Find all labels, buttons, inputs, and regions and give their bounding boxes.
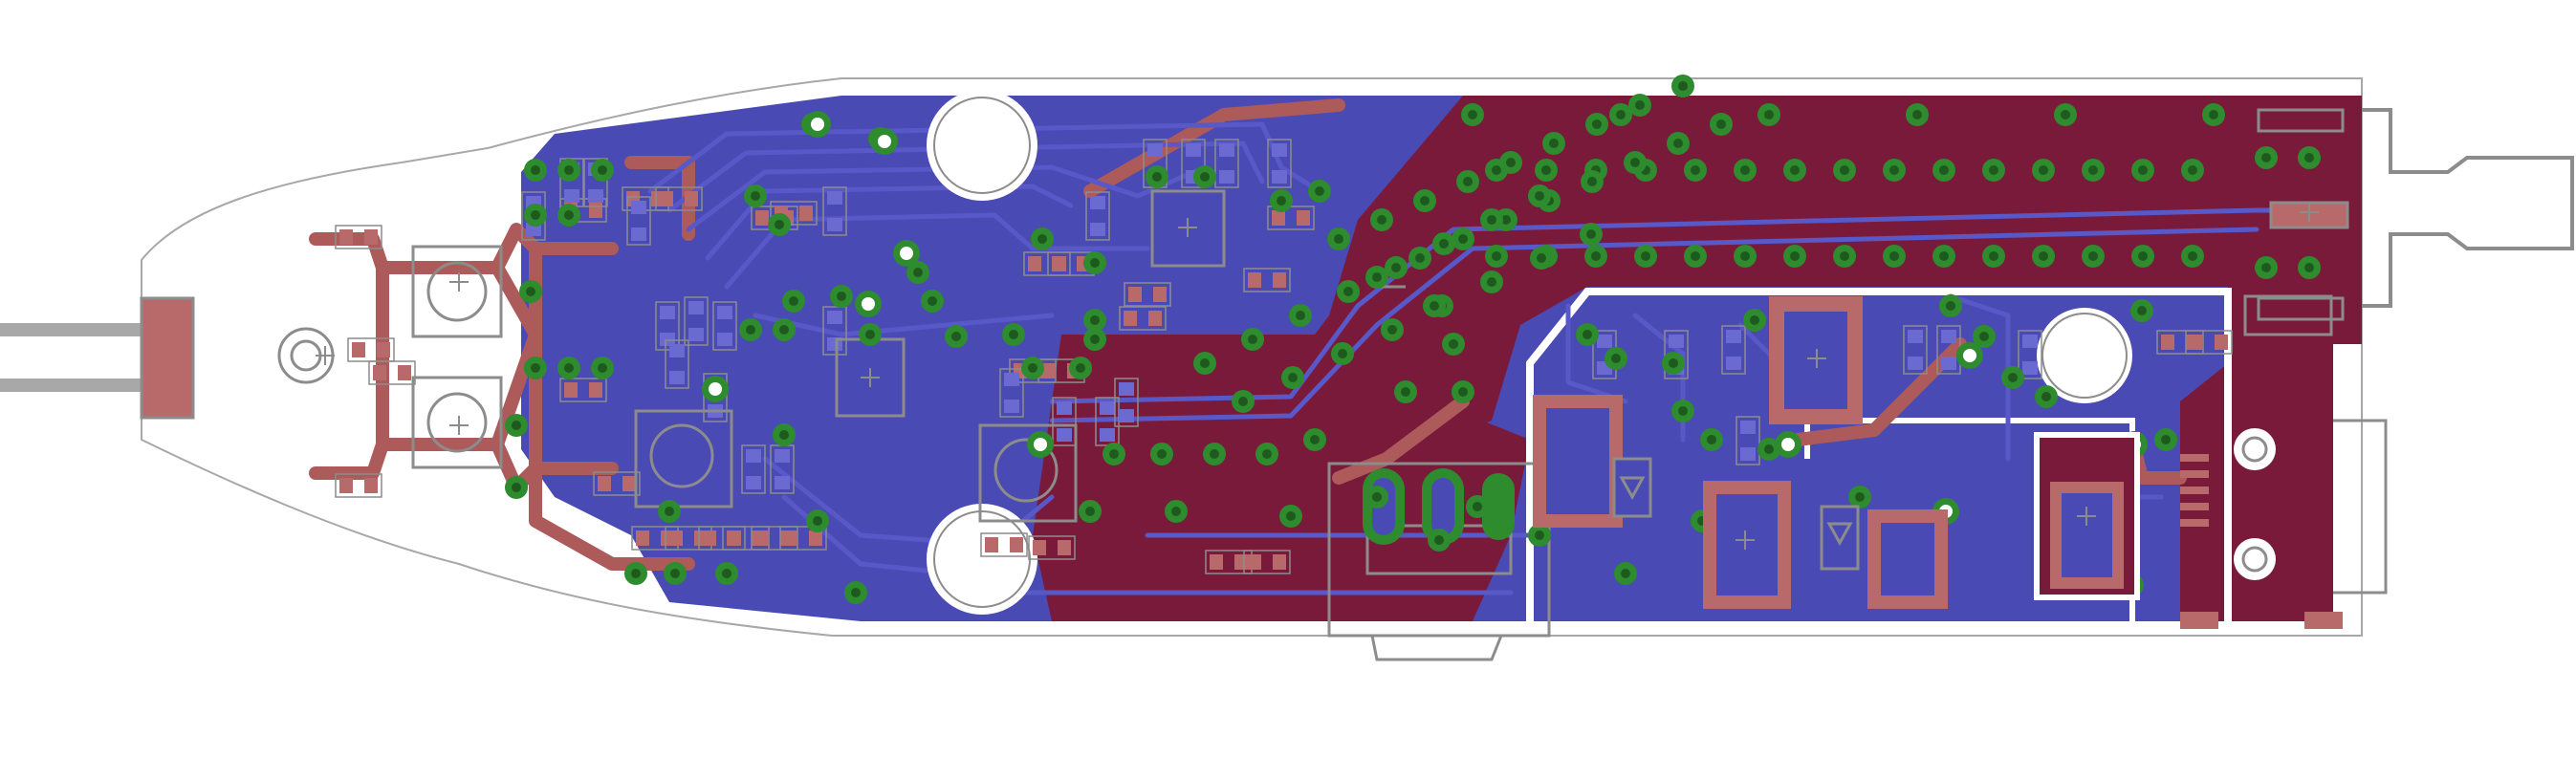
board-outline (141, 77, 2363, 637)
transistor-lower-outline (411, 376, 503, 469)
inductor-1 (1769, 296, 1863, 424)
transistor-right-outline (978, 423, 1078, 523)
diode-1 (1612, 457, 1652, 518)
ic-soic-outline (1150, 189, 1226, 268)
keepout-line (1526, 288, 2232, 621)
mounting-hole-1 (927, 90, 1037, 201)
top-copper-pour-lower (1033, 335, 1530, 621)
wire-connector-body (140, 296, 195, 420)
battery-connector-outline (1327, 462, 1551, 638)
component-origin-markers (316, 203, 2319, 550)
transistor-mid-outline (634, 409, 733, 509)
transistor-upper-outline (411, 245, 503, 338)
capacitor-block-2 (1703, 481, 1791, 609)
capacitor-block-1 (1533, 395, 1623, 528)
mounting-holes (927, 90, 2132, 615)
mounting-hole-3 (2037, 308, 2132, 403)
usb-connector-pads (2180, 428, 2343, 629)
capacitor-block-3 (1867, 509, 1948, 609)
diode-2 (1820, 505, 1860, 571)
smd-pads (335, 139, 2233, 574)
mounting-hole-2 (927, 504, 1037, 615)
silkscreen-outlines (277, 189, 1551, 661)
right-connector-outline (2362, 108, 2574, 308)
vias (505, 75, 2321, 604)
battery-pads (1363, 468, 1515, 545)
